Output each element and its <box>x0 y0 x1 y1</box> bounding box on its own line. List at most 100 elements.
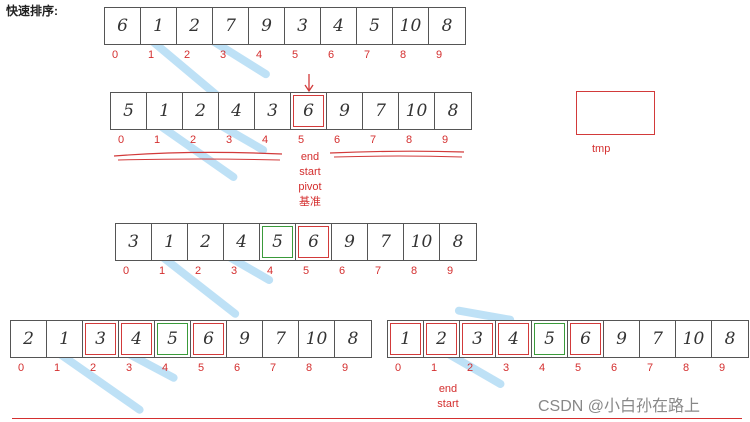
array-cell-6: 4 <box>321 8 357 44</box>
row2-annotation: end start pivot 基准 <box>290 150 330 210</box>
array-cell-5: 6 <box>191 321 227 357</box>
array-cell-2: 3 <box>83 321 119 357</box>
array-cell-3: 4 <box>119 321 155 357</box>
index-label-0: 0 <box>122 265 130 277</box>
index-label-0: 0 <box>111 49 119 61</box>
array-cell-1: 1 <box>47 321 83 357</box>
tmp-box <box>576 91 655 135</box>
index-label-7: 7 <box>369 134 377 146</box>
array-cell-9: 8 <box>441 16 453 36</box>
array-cell-0: 1 <box>388 321 424 357</box>
tmp-label: tmp <box>592 143 611 155</box>
array-cell-0: 6 <box>105 8 141 44</box>
index-label-6: 6 <box>327 49 335 61</box>
array-cell-9: 8 <box>347 329 359 349</box>
array-cell-8: 10 <box>676 321 712 357</box>
index-label-6: 6 <box>333 134 341 146</box>
watermark: CSDN @小白孙在路上 <box>538 398 701 415</box>
array-cell-3: 4 <box>219 93 255 129</box>
start-label: start <box>299 166 321 178</box>
index-label-2: 2 <box>189 134 197 146</box>
index-label-6: 6 <box>233 362 241 374</box>
index-label-0: 0 <box>394 362 402 374</box>
array-cell-4: 5 <box>260 224 296 260</box>
array-cell-2: 2 <box>188 224 224 260</box>
index-label-4: 4 <box>255 49 263 61</box>
index-label-4: 4 <box>538 362 546 374</box>
start-label: start <box>437 398 459 410</box>
index-label-5: 5 <box>197 362 205 374</box>
index-label-3: 3 <box>219 49 227 61</box>
index-label-9: 9 <box>718 362 726 374</box>
array-cell-7: 7 <box>640 321 676 357</box>
array-cell-0: 5 <box>111 93 147 129</box>
array-cell-9: 8 <box>724 329 736 349</box>
array-cell-4: 5 <box>532 321 568 357</box>
array-cell-6: 9 <box>604 321 640 357</box>
array-cell-7: 7 <box>368 224 404 260</box>
array-cell-5: 3 <box>285 8 321 44</box>
index-label-1: 1 <box>153 134 161 146</box>
array-cell-1: 1 <box>147 93 183 129</box>
index-label-9: 9 <box>341 362 349 374</box>
array-cell-5: 6 <box>291 93 327 129</box>
index-label-1: 1 <box>430 362 438 374</box>
array-cell-3: 4 <box>224 224 260 260</box>
array-cell-0: 3 <box>116 224 152 260</box>
array-cell-3: 4 <box>496 321 532 357</box>
array-cell-4: 3 <box>255 93 291 129</box>
array-cell-6: 9 <box>332 224 368 260</box>
array-cell-8: 10 <box>404 224 440 260</box>
index-label-5: 5 <box>291 49 299 61</box>
array-cell-8: 10 <box>299 321 335 357</box>
end-label: end <box>300 151 320 163</box>
index-label-7: 7 <box>269 362 277 374</box>
array-cell-4: 9 <box>249 8 285 44</box>
index-label-3: 3 <box>230 265 238 277</box>
index-label-7: 7 <box>374 265 382 277</box>
pointer-arrow <box>304 74 314 93</box>
index-label-1: 1 <box>158 265 166 277</box>
pivot-label: pivot <box>298 181 322 193</box>
index-label-8: 8 <box>405 134 413 146</box>
index-label-6: 6 <box>610 362 618 374</box>
index-label-8: 8 <box>410 265 418 277</box>
array-cell-1: 1 <box>152 224 188 260</box>
array-cell-8: 10 <box>393 8 429 44</box>
underline-left-2 <box>117 158 281 161</box>
array-cell-2: 3 <box>460 321 496 357</box>
row5-annotation: end start <box>428 382 468 412</box>
underline-left <box>113 151 283 157</box>
index-label-3: 3 <box>125 362 133 374</box>
index-label-9: 9 <box>441 134 449 146</box>
index-label-2: 2 <box>183 49 191 61</box>
index-label-8: 8 <box>399 49 407 61</box>
index-label-2: 2 <box>466 362 474 374</box>
index-label-9: 9 <box>435 49 443 61</box>
index-label-8: 8 <box>305 362 313 374</box>
array-cell-8: 10 <box>399 93 435 129</box>
index-label-7: 7 <box>363 49 371 61</box>
index-label-8: 8 <box>682 362 690 374</box>
array-cell-2: 2 <box>183 93 219 129</box>
index-label-4: 4 <box>266 265 274 277</box>
pivot-cn-label: 基准 <box>299 196 321 208</box>
array-cell-6: 9 <box>327 93 363 129</box>
array-cell-1: 1 <box>141 8 177 44</box>
index-label-3: 3 <box>502 362 510 374</box>
underline-right-2 <box>333 155 463 158</box>
index-label-6: 6 <box>338 265 346 277</box>
end-label: end <box>438 383 458 395</box>
array-cell-3: 7 <box>213 8 249 44</box>
array-cell-9: 8 <box>447 101 459 121</box>
index-label-5: 5 <box>302 265 310 277</box>
array-cell-0: 2 <box>11 321 47 357</box>
index-label-5: 5 <box>297 134 305 146</box>
index-label-5: 5 <box>574 362 582 374</box>
index-label-3: 3 <box>225 134 233 146</box>
